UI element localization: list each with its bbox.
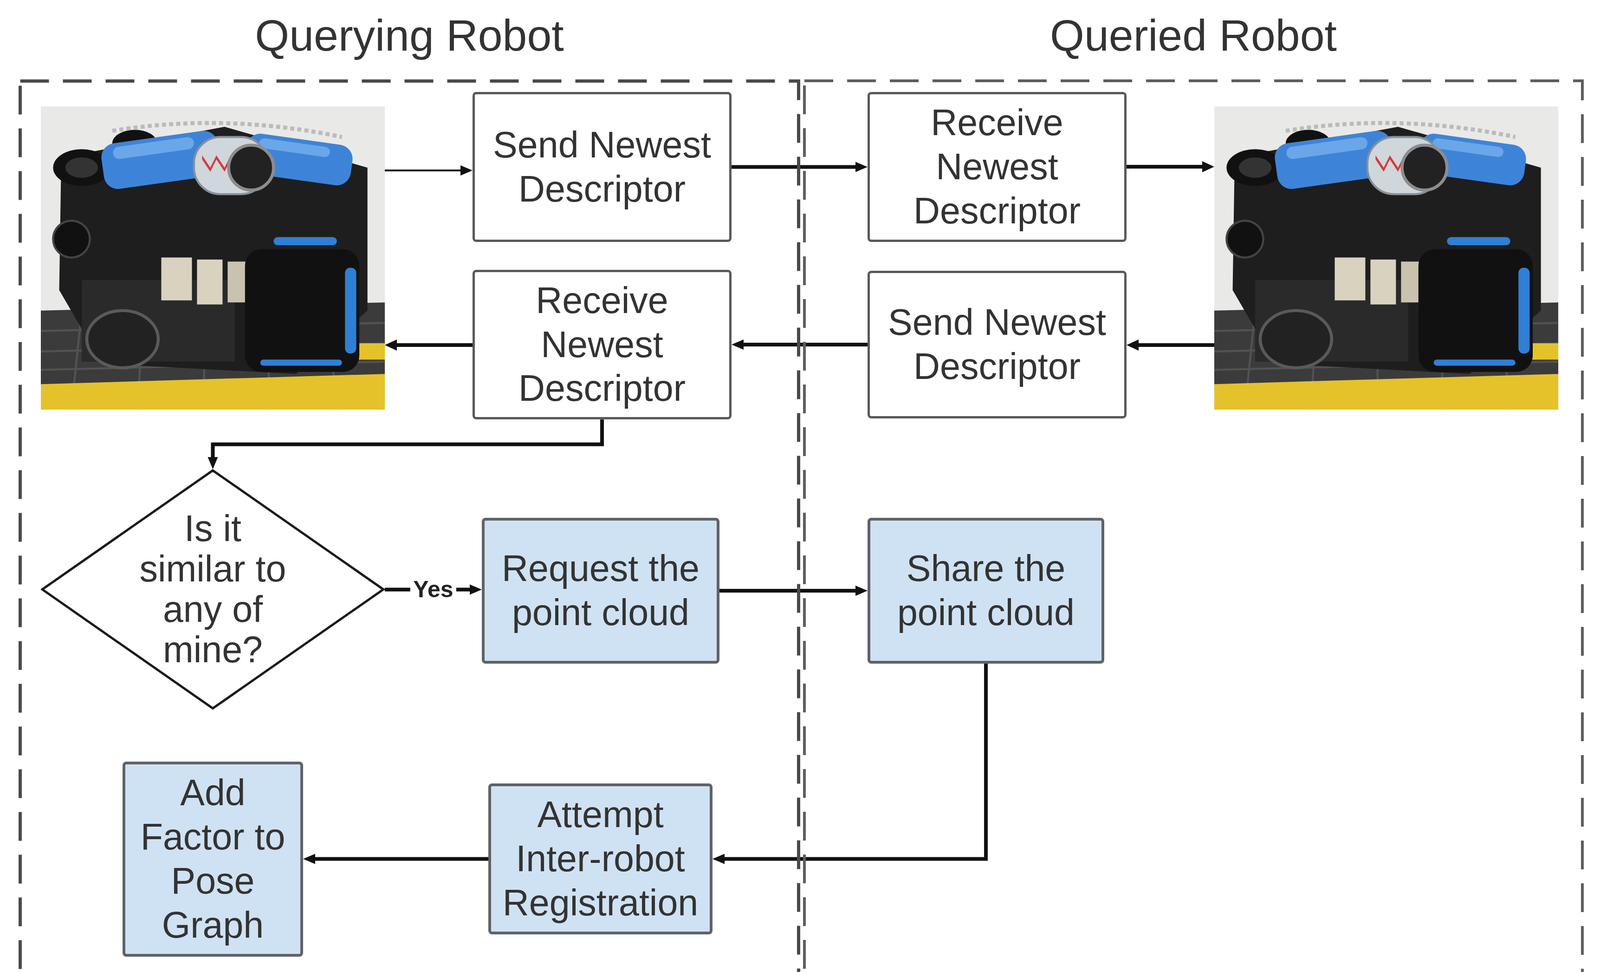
arrow-connector (207, 419, 603, 469)
connector-line (731, 165, 857, 169)
action-box: Request the point cloud (481, 517, 720, 664)
process-box: Send Newest Descriptor (867, 270, 1127, 419)
robot-arrow (1126, 164, 1204, 169)
robot-arrow (1137, 343, 1215, 347)
action-box: Add Factor to Pose Graph (122, 761, 304, 956)
box-label: Send Newest Descriptor (481, 123, 723, 212)
arrowhead (469, 583, 482, 595)
box-label: Send Newest Descriptor (876, 300, 1118, 389)
decision-diamond: Is it similar to any of mine? (40, 468, 385, 710)
dashed-border (20, 81, 799, 972)
robot-arrow (395, 343, 473, 347)
arrowhead (1202, 161, 1215, 173)
arrowhead (855, 161, 868, 173)
connector-line (719, 588, 857, 593)
arrow-connector (719, 585, 868, 596)
arrowhead (855, 585, 868, 596)
connector-line (314, 856, 489, 861)
robot-image (1214, 106, 1559, 410)
action-box: Attempt Inter-robot Registration (488, 783, 713, 934)
lane-heading: Querying Robot (18, 8, 801, 62)
robot-image (1214, 106, 1559, 410)
arrowhead (303, 853, 316, 864)
arrowhead (1126, 339, 1139, 351)
swimlane-region: Querying RobotSend Newest DescriptorRece… (18, 79, 801, 972)
connector-line (212, 419, 603, 458)
robot-image (40, 106, 385, 410)
decision-label: Is it similar to any of mine? (136, 508, 290, 671)
arrowhead (384, 339, 397, 351)
robot-arrow (384, 169, 462, 172)
arrowhead (460, 165, 473, 176)
edge-label: Yes (410, 576, 456, 603)
action-box: Share the point cloud (867, 517, 1105, 664)
arrowhead (712, 853, 725, 864)
box-label: Attempt Inter-robot Registration (497, 792, 704, 925)
arrowhead (731, 339, 744, 350)
lane-heading: Queried Robot (803, 8, 1584, 62)
connector-line (723, 663, 986, 859)
arrowhead (207, 456, 218, 469)
arrow-connector (303, 853, 489, 864)
diamond-outline (42, 470, 384, 708)
robot-image (40, 106, 385, 410)
process-box: Receive Newest Descriptor (867, 91, 1127, 242)
process-box: Send Newest Descriptor (472, 91, 732, 242)
arrow-connector (712, 663, 986, 864)
dashed-border (804, 80, 1583, 972)
process-box: Receive Newest Descriptor (472, 269, 732, 420)
box-label: Receive Newest Descriptor (481, 278, 723, 411)
lane-heading-group: Queried Robot (803, 8, 1584, 62)
diamond-text-group: Is it similar to any of mine? (136, 508, 290, 671)
box-label: Request the point cloud (491, 546, 711, 635)
lane-heading-group: Querying Robot (18, 8, 801, 62)
swimlane-region: Queried RobotReceive Newest DescriptorSe… (803, 79, 1584, 972)
box-label: Share the point cloud (876, 546, 1095, 635)
box-label: Receive Newest Descriptor (876, 100, 1118, 233)
box-label: Add Factor to Pose Graph (131, 770, 294, 947)
